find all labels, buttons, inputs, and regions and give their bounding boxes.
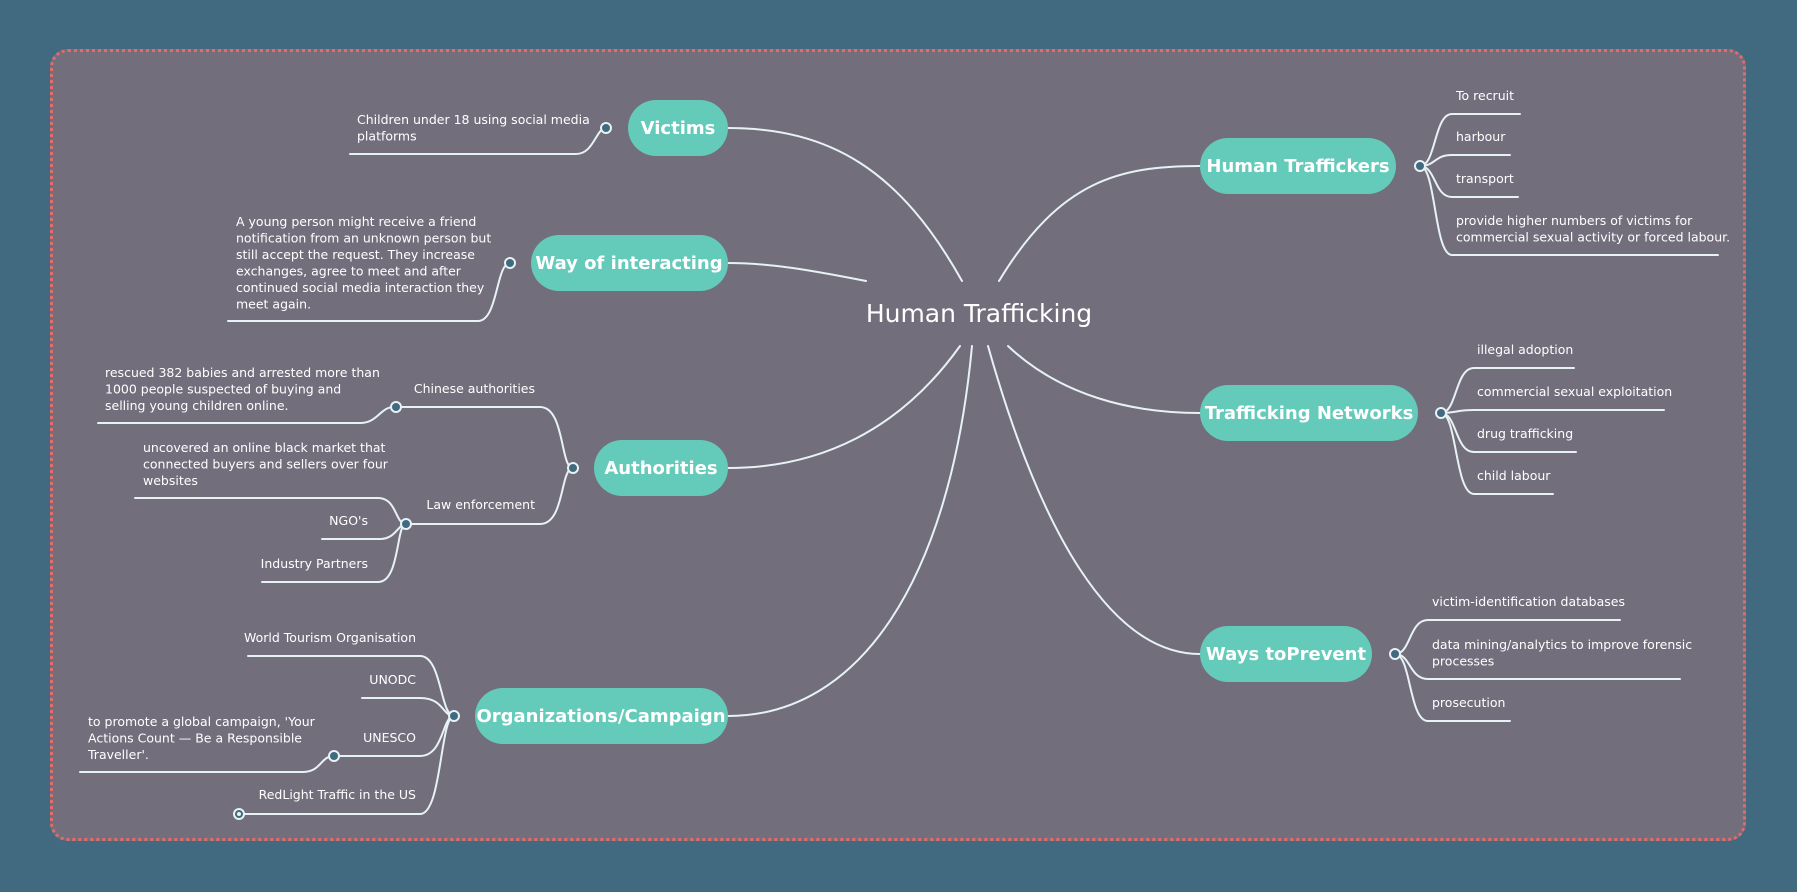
victims-title: Victims — [641, 118, 716, 139]
prevent-item-analytics: data mining/analytics to improve forensi… — [1432, 637, 1692, 669]
unesco-collapse-dot[interactable] — [328, 750, 340, 762]
traffickers-collapse-dot[interactable] — [1414, 160, 1426, 172]
law-item-ngo: NGO's — [329, 513, 368, 528]
connector-networks-exploitation — [1440, 409, 1665, 414]
branch-networks: Trafficking Networks illegal adoption co… — [1200, 342, 1672, 495]
traffickers-node[interactable] — [1200, 138, 1396, 194]
connector-networks-labour — [1440, 412, 1554, 495]
prevent-collapse-dot[interactable] — [1389, 648, 1401, 660]
connector-authorities-law — [405, 467, 574, 525]
org-item-unodc: UNODC — [369, 672, 416, 687]
prevent-node[interactable] — [1200, 626, 1372, 682]
networks-item-exploitation: commercial sexual exploitation — [1477, 384, 1672, 399]
authorities-node[interactable] — [594, 440, 728, 496]
traffickers-item-harbour: harbour — [1456, 129, 1506, 144]
connector-traffickers-harbour — [1419, 154, 1511, 167]
connector-org-wto — [247, 655, 455, 717]
connector-center-authorities — [727, 345, 961, 469]
connector-center-prevent — [987, 345, 1201, 655]
org-item-wto: World Tourism Organisation — [244, 630, 416, 645]
center-connectors — [727, 127, 1201, 717]
branch-prevent: Ways toPrevent victim-identification dat… — [1200, 594, 1692, 722]
law-enforcement-label: Law enforcement — [426, 497, 535, 512]
chinese-collapse-dot[interactable] — [390, 401, 402, 413]
org-item-unesco: UNESCO — [363, 730, 416, 745]
law-collapse-dot[interactable] — [400, 518, 412, 530]
org-item-redlight: RedLight Traffic in the US — [259, 787, 416, 802]
interacting-collapse-dot[interactable] — [504, 257, 516, 269]
traffickers-title: Human Traffickers — [1206, 156, 1389, 177]
traffickers-item-transport: transport — [1456, 171, 1514, 186]
connector-traffickers-provide — [1419, 165, 1719, 256]
traffickers-item-recruit: To recruit — [1455, 88, 1514, 103]
branch-traffickers: Human Traffickers To recruit harbour tra… — [1200, 88, 1730, 256]
central-topic[interactable]: Human Trafficking — [866, 299, 1092, 328]
interacting-title: Way of interacting — [535, 253, 722, 274]
connector-center-traffickers — [998, 165, 1201, 282]
connector-org-redlight — [238, 715, 455, 815]
networks-item-labour: child labour — [1477, 468, 1551, 483]
interacting-node[interactable] — [531, 235, 728, 291]
connector-org-unodc — [361, 697, 455, 717]
networks-node[interactable] — [1200, 385, 1418, 441]
connector-authorities-chinese — [395, 406, 574, 469]
victims-collapse-dot[interactable] — [600, 122, 612, 134]
organizations-node[interactable] — [475, 688, 728, 744]
authorities-collapse-dot[interactable] — [567, 462, 579, 474]
prevent-title: Ways toPrevent — [1206, 644, 1367, 665]
branch-authorities: Authorities Chinese authorities rescued … — [97, 365, 728, 583]
networks-item-drug: drug trafficking — [1477, 426, 1573, 441]
organizations-title: Organizations/Campaign — [476, 706, 725, 727]
connector-center-interacting — [727, 262, 867, 282]
networks-item-adoption: illegal adoption — [1477, 342, 1573, 357]
connector-law-industry — [261, 523, 407, 583]
redlight-end-dot-center — [237, 812, 241, 816]
connector-center-victims — [727, 127, 963, 282]
organizations-collapse-dot[interactable] — [448, 710, 460, 722]
law-item-industry: Industry Partners — [261, 556, 368, 571]
connector-center-organizations — [727, 345, 973, 717]
authorities-title: Authorities — [604, 458, 717, 479]
chinese-authorities-detail: rescued 382 babies and arrested more tha… — [105, 365, 380, 413]
connector-center-networks — [1007, 345, 1201, 414]
branch-victims: Victims Children under 18 using social m… — [349, 100, 728, 156]
prevent-item-prosecution: prosecution — [1432, 695, 1505, 710]
branch-interacting: Way of interacting A young person might … — [227, 214, 728, 322]
networks-collapse-dot[interactable] — [1435, 407, 1447, 419]
prevent-item-databases: victim-identification databases — [1432, 594, 1625, 609]
networks-title: Trafficking Networks — [1205, 403, 1414, 424]
victims-node[interactable] — [628, 100, 728, 156]
chinese-authorities-label: Chinese authorities — [414, 381, 535, 396]
branch-organizations: Organizations/Campaign World Tourism Org… — [79, 630, 728, 820]
